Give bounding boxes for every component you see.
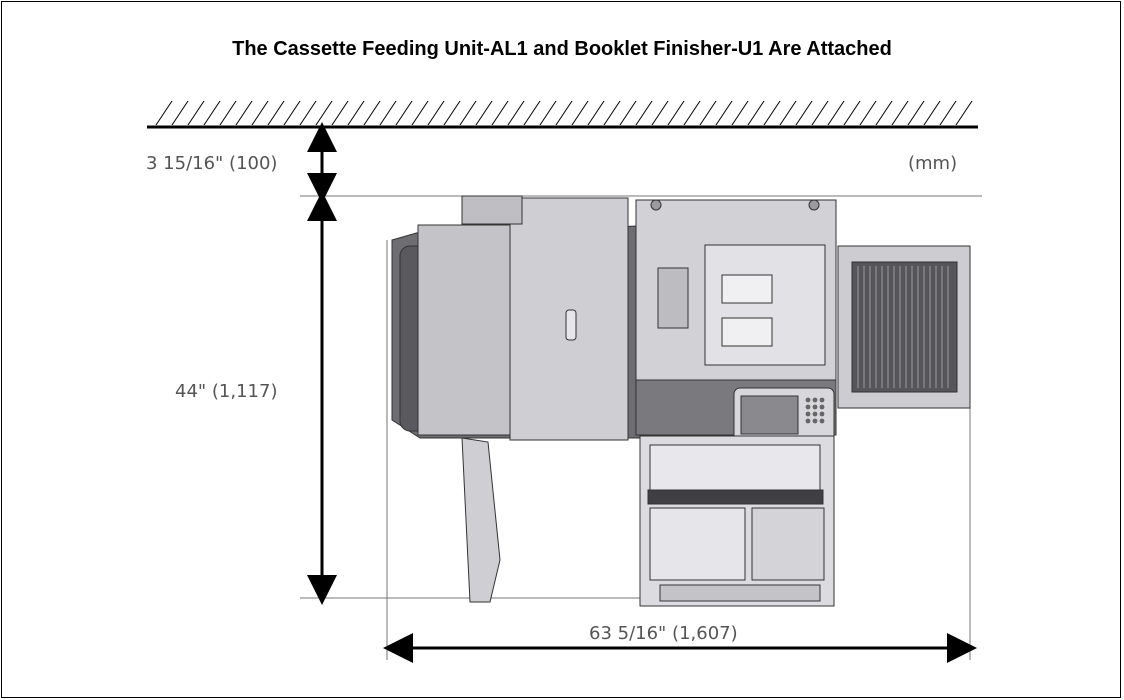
hatch-stroke: [171, 100, 189, 126]
hatch-stroke: [411, 100, 429, 126]
hatch-stroke: [955, 100, 973, 126]
hatch-stroke: [379, 100, 397, 126]
hatch-stroke: [267, 100, 285, 126]
keypad-key: [805, 397, 811, 403]
hatch-stroke: [203, 100, 221, 126]
hatch-stroke: [699, 100, 717, 126]
hatch-stroke: [747, 100, 765, 126]
hatch-stroke: [875, 100, 893, 126]
hatch-stroke: [923, 100, 941, 126]
hatch-stroke: [315, 100, 333, 126]
hatch-stroke: [283, 100, 301, 126]
keypad-key: [819, 418, 825, 424]
hatch-stroke: [683, 100, 701, 126]
hatch-stroke: [507, 100, 525, 126]
hatch-stroke: [443, 100, 461, 126]
hatch-stroke: [491, 100, 509, 126]
hatch-stroke: [347, 100, 365, 126]
right-side-unit: [837, 245, 971, 409]
hatch-stroke: [827, 100, 845, 126]
hatch-stroke: [939, 100, 957, 126]
keypad-key: [805, 404, 811, 410]
hatch-stroke: [635, 100, 653, 126]
keypad-key: [812, 397, 818, 403]
hatch-stroke: [731, 100, 749, 126]
hatch-stroke: [843, 100, 861, 126]
control-panel: [733, 387, 835, 445]
hatch-stroke: [779, 100, 797, 126]
hatch-stroke: [907, 100, 925, 126]
hatch-stroke: [539, 100, 557, 126]
keypad-key: [805, 411, 811, 417]
hatch-stroke: [299, 100, 317, 126]
wall-hatching: [155, 100, 973, 126]
hatch-stroke: [891, 100, 909, 126]
hatch-stroke: [795, 100, 813, 126]
hatch-stroke: [235, 100, 253, 126]
keypad-key: [812, 404, 818, 410]
unit-label: (mm): [908, 153, 958, 174]
keypad-key: [819, 397, 825, 403]
keypad-key: [819, 411, 825, 417]
cassette-feeding-unit: [639, 435, 835, 607]
hatch-stroke: [763, 100, 781, 126]
hatch-stroke: [587, 100, 605, 126]
keypad-key: [805, 418, 811, 424]
hatch-stroke: [523, 100, 541, 126]
keypad-key: [812, 418, 818, 424]
hatch-stroke: [475, 100, 493, 126]
hatch-stroke: [715, 100, 733, 126]
hatch-stroke: [331, 100, 349, 126]
hatch-stroke: [187, 100, 205, 126]
dimension-arrows: [307, 122, 977, 663]
hatch-stroke: [811, 100, 829, 126]
hatch-stroke: [395, 100, 413, 126]
hatch-stroke: [571, 100, 589, 126]
hatch-stroke: [219, 100, 237, 126]
keypad-key: [812, 411, 818, 417]
hatch-stroke: [651, 100, 669, 126]
hatch-stroke: [619, 100, 637, 126]
hatch-stroke: [603, 100, 621, 126]
hatch-stroke: [427, 100, 445, 126]
hatch-stroke: [459, 100, 477, 126]
hatch-stroke: [859, 100, 877, 126]
wall-clearance-label: 3 15/16" (100): [146, 153, 278, 174]
hatch-stroke: [555, 100, 573, 126]
hatch-stroke: [363, 100, 381, 126]
hatch-stroke: [155, 100, 173, 126]
diagram-title: The Cassette Feeding Unit-AL1 and Bookle…: [232, 38, 892, 60]
booklet-finisher: [391, 195, 641, 603]
wall: [147, 100, 978, 129]
hatch-stroke: [667, 100, 685, 126]
keypad-key: [819, 404, 825, 410]
depth-label: 44" (1,117): [175, 381, 278, 402]
hatch-stroke: [251, 100, 269, 126]
